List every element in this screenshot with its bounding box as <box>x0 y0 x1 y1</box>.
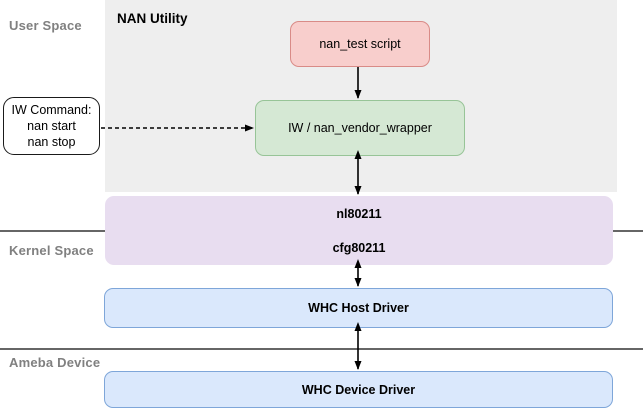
node-whc-host-driver[interactable]: WHC Host Driver <box>104 288 613 328</box>
node-whc-device-driver[interactable]: WHC Device Driver <box>104 371 613 408</box>
zone-label-kernel-space: Kernel Space <box>9 243 94 258</box>
zone-label-user-space: User Space <box>9 18 82 33</box>
node-nl80211-label: nl80211 <box>336 207 382 221</box>
divider-kernel-device <box>0 348 643 350</box>
node-nan-test-script[interactable]: nan_test script <box>290 21 430 67</box>
node-iw-vendor-wrapper-label: IW / nan_vendor_wrapper <box>288 121 432 135</box>
zone-label-ameba-device: Ameba Device <box>9 355 101 370</box>
nan-utility-title: NAN Utility <box>117 11 188 26</box>
node-nl80211-cfg80211-block[interactable]: nl80211 cfg80211 <box>105 196 613 265</box>
iw-command-line-1: IW Command: <box>11 103 92 117</box>
node-whc-device-driver-label: WHC Device Driver <box>301 382 416 397</box>
iw-command-line-3: nan stop <box>27 135 76 149</box>
node-whc-host-driver-label: WHC Host Driver <box>308 301 409 315</box>
node-iw-vendor-wrapper[interactable]: IW / nan_vendor_wrapper <box>255 100 465 156</box>
node-nan-test-script-label: nan_test script <box>319 37 401 51</box>
node-iw-command[interactable]: IW Command: nan start nan stop <box>3 97 100 155</box>
node-cfg80211-label: cfg80211 <box>332 241 386 255</box>
iw-command-line-2: nan start <box>27 119 76 133</box>
